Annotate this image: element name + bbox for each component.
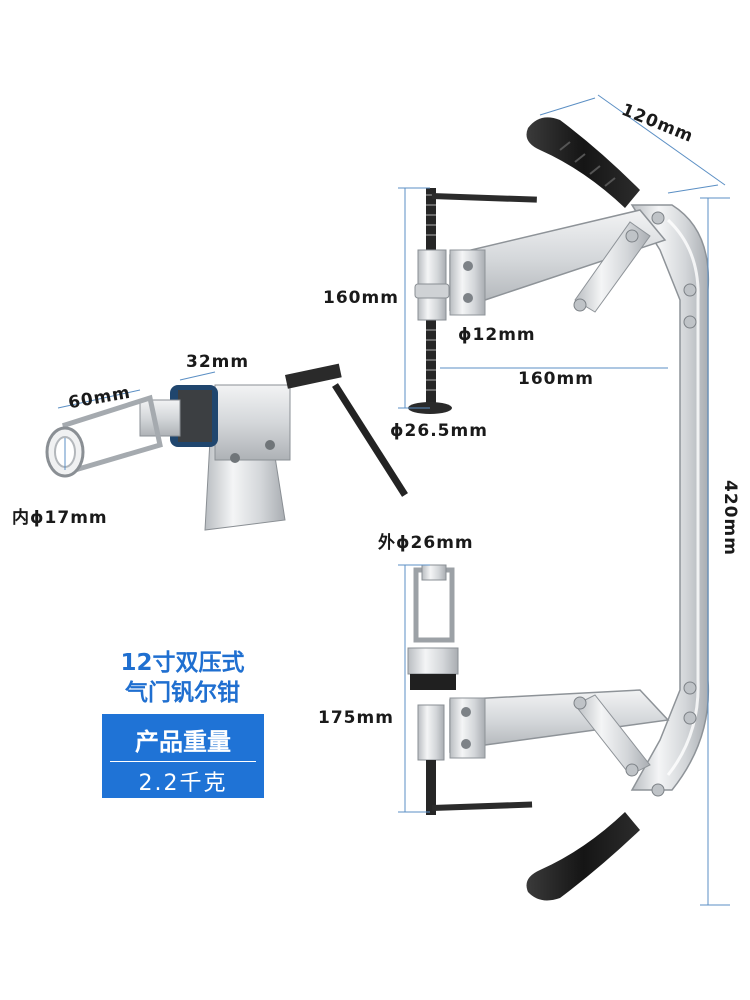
weight-badge: 产品重量 2.2千克	[102, 714, 264, 798]
product-title: 12寸双压式 气门钒尔钳	[100, 648, 265, 708]
dimension-lines	[57, 94, 730, 906]
dim-outer-diameter: 外ϕ26mm	[378, 533, 474, 553]
lower-handle	[526, 812, 640, 901]
weight-value: 2.2千克	[138, 771, 228, 796]
product-title-line2: 气门钒尔钳	[125, 680, 240, 706]
weight-divider	[110, 761, 256, 762]
product-title-line1: 12寸双压式	[120, 650, 245, 676]
upper-arm	[449, 209, 697, 329]
dim-inner-diameter: 内ϕ17mm	[12, 508, 108, 528]
lower-arm	[449, 681, 697, 797]
lower-screw-assembly	[407, 564, 533, 815]
dim-rod-diameter: ϕ12mm	[458, 325, 536, 345]
dim-upper-jaw-height: 160mm	[323, 288, 399, 308]
dim-total-height: 420mm	[720, 480, 740, 556]
dim-adapter-width: 32mm	[186, 352, 250, 372]
upper-handle	[526, 117, 640, 208]
dim-lower-jaw-height: 175mm	[318, 708, 394, 728]
dim-reach: 160mm	[518, 369, 594, 389]
dim-foot-diameter: ϕ26.5mm	[390, 421, 488, 441]
weight-label: 产品重量	[135, 728, 231, 756]
